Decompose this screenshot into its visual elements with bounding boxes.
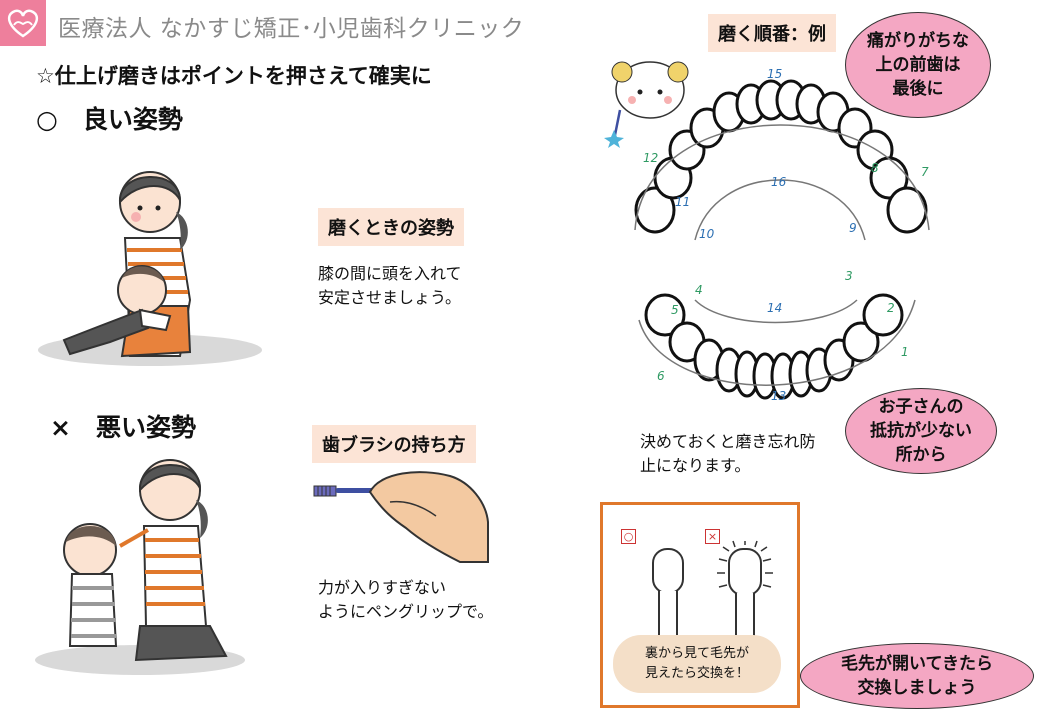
good-posture-title: ○ 良い姿勢	[36, 105, 183, 134]
order-number: 3	[845, 269, 853, 283]
brushing-order-tag: 磨く順番：例	[708, 14, 836, 52]
front-teeth-last-bubble: 痛がりがちな 上の前歯は 最後に	[845, 12, 991, 118]
order-number: 7	[921, 165, 929, 179]
order-number: 16	[771, 175, 787, 189]
good-brush-mark: ○	[621, 529, 636, 544]
lower-tooth	[862, 293, 904, 337]
upper-outer-arc	[634, 124, 930, 231]
order-number: 2	[887, 301, 895, 315]
order-number: 1	[901, 345, 909, 359]
order-number: 12	[643, 151, 658, 165]
order-number: 8	[871, 161, 879, 175]
page-subtitle: ☆仕上げ磨きはポイントを押さえて確実に	[36, 64, 432, 88]
pen-grip-illustration	[313, 471, 489, 563]
lower-tooth	[842, 321, 880, 363]
order-number: 14	[767, 301, 782, 315]
upper-tooth	[634, 186, 676, 234]
good-brush-icon	[652, 548, 684, 644]
grip-description: 力が入りすぎない ようにペングリップで。	[318, 578, 494, 621]
posture-description: 膝の間に頭を入れて 安定させましょう。	[318, 264, 462, 307]
lower-outer-arc	[638, 299, 916, 386]
order-number: 11	[675, 195, 690, 209]
bad-posture-title: × 悪い姿勢	[50, 413, 196, 442]
order-number: 5	[671, 303, 679, 317]
upper-tooth	[886, 186, 928, 234]
lower-inner-arc	[694, 299, 858, 324]
low-resistance-first-bubble: お子さんの 抵抗が少ない 所から	[845, 388, 997, 474]
order-number: 15	[767, 67, 782, 81]
clinic-name: 医療法人 なかすじ矯正･小児歯科クリニック	[58, 16, 525, 42]
order-number: 4	[695, 283, 703, 297]
order-number: 10	[699, 227, 715, 241]
heart-logo-icon	[7, 9, 39, 38]
bad-brush-mark: ×	[705, 529, 720, 544]
order-note: 決めておくと磨き忘れ防 止になります。	[640, 432, 816, 475]
clinic-header: 医療法人 なかすじ矯正･小児歯科クリニック	[0, 0, 1040, 48]
brush-replacement-box: ○ × 裏から見て毛先が 見えたら交換を！	[600, 502, 800, 708]
order-number: 9	[849, 221, 857, 235]
brush-replacement-note: 裏から見て毛先が 見えたら交換を！	[613, 635, 781, 693]
upper-inner-arc	[694, 179, 866, 241]
brush-replacement-bubble: 毛先が開いてきたら 交換しましょう	[800, 643, 1034, 709]
bad-posture-illustration	[35, 459, 245, 675]
grip-tag: 歯ブラシの持ち方	[312, 425, 476, 463]
good-posture-illustration	[38, 171, 262, 366]
worn-brush-icon	[717, 540, 773, 644]
order-number: 13	[771, 389, 786, 403]
lower-tooth	[644, 293, 686, 337]
mascot-illustration	[604, 61, 689, 148]
posture-tag: 磨くときの姿勢	[318, 208, 464, 246]
order-number: 6	[657, 369, 665, 383]
clinic-logo	[0, 0, 46, 46]
